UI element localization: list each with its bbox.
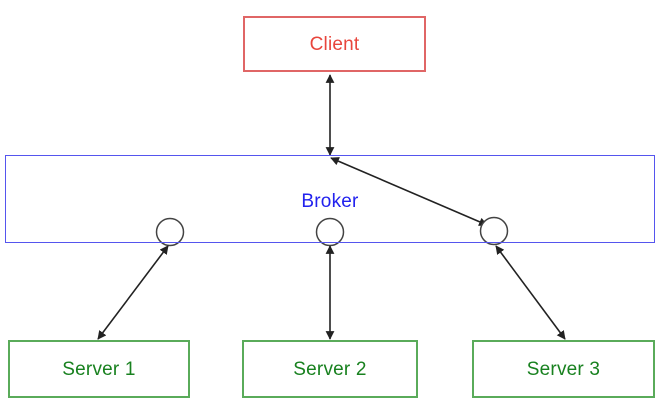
server-1-label: Server 1 xyxy=(62,358,136,380)
client-label: Client xyxy=(309,33,360,55)
server-3-label: Server 3 xyxy=(526,358,601,380)
connector-broker-to-port-3 xyxy=(330,157,488,226)
server-2-label: Server 2 xyxy=(293,358,367,380)
server-node-2[interactable]: Server 2 xyxy=(242,340,418,398)
broker-port-1-circle[interactable] xyxy=(155,217,185,247)
connector-port-1-to-server-1 xyxy=(97,245,169,340)
server-node-3[interactable]: Server 3 xyxy=(472,340,655,398)
broker-label: Broker xyxy=(301,191,359,212)
broker-node[interactable]: Broker xyxy=(5,155,655,243)
broker-port-3-circle[interactable] xyxy=(479,216,509,246)
client-node[interactable]: Client xyxy=(243,16,426,72)
connector-port-3-to-server-3 xyxy=(495,245,566,340)
server-node-1[interactable]: Server 1 xyxy=(8,340,190,398)
